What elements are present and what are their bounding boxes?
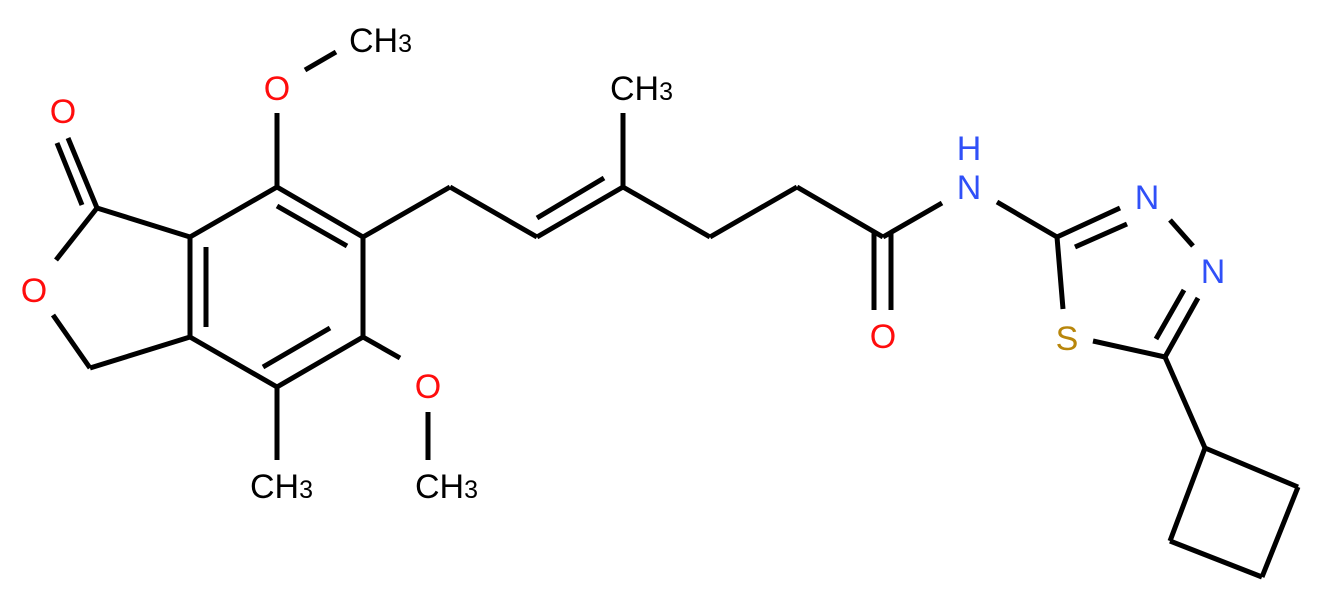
aryl-methyl-ch3-label: CH3 [250, 468, 313, 506]
lactone-ring [50, 137, 191, 371]
thiadiazole-n3-label: N [1135, 179, 1160, 217]
cyclobutyl-ring [1162, 355, 1301, 580]
chain-methyl-ch3-label: CH3 [610, 70, 673, 108]
thiadiazole-ring [995, 199, 1201, 360]
bottom-methoxy-ch3-label: CH3 [415, 468, 478, 506]
bottom-methoxy [361, 334, 431, 460]
top-methoxy-ch3-label: CH3 [349, 22, 412, 60]
top-methoxy [274, 49, 338, 187]
hexenoyl-chain [361, 113, 944, 310]
bottom-methoxy-oxygen-label: O [415, 368, 441, 406]
lactone-ring-oxygen-label: O [21, 272, 47, 310]
benzene-ring [187, 184, 366, 390]
amide-nh-n-label: N [957, 169, 982, 207]
thiadiazole-n4-label: N [1201, 253, 1226, 291]
lactone-carbonyl-oxygen-label: O [50, 93, 76, 131]
top-methoxy-oxygen-label: O [264, 70, 290, 108]
amide-oxygen-label: O [870, 318, 896, 356]
thiadiazole-sulfur-label: S [1056, 320, 1079, 358]
amide-nh-h-label: H [957, 130, 982, 168]
